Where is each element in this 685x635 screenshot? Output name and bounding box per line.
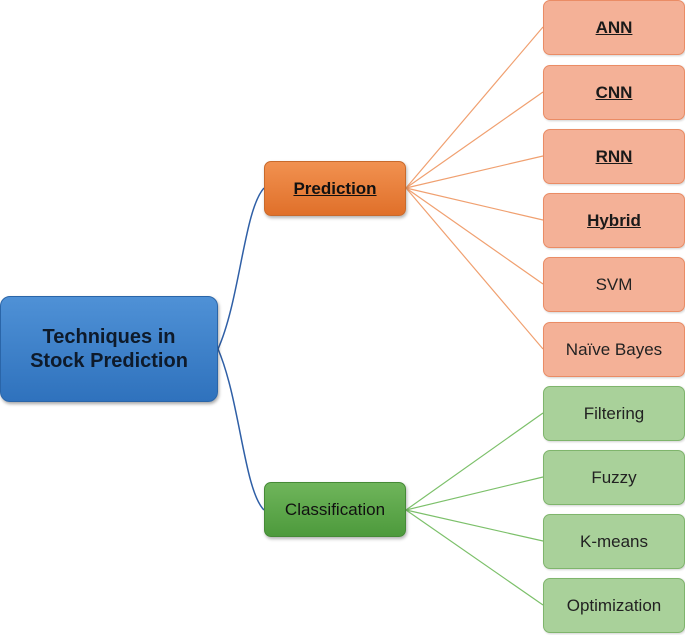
connector-root-classification — [217, 348, 265, 511]
leaf-node-naive-bayes: Naïve Bayes — [543, 322, 685, 377]
leaf-node-optimization: Optimization — [543, 578, 685, 633]
branch-node-prediction: Prediction — [264, 161, 406, 216]
connector-root-prediction — [217, 187, 265, 350]
connector-classification-optimization — [405, 509, 544, 606]
leaf-node-hybrid: Hybrid — [543, 193, 685, 248]
connector-prediction-svm — [405, 187, 544, 285]
connector-prediction-ann — [405, 26, 544, 189]
root-node-techniques: Techniques in Stock Prediction — [0, 296, 218, 402]
branch-node-classification: Classification — [264, 482, 406, 537]
leaf-node-rnn: RNN — [543, 129, 685, 184]
connector-classification-filtering — [405, 412, 544, 511]
connector-classification-kmeans — [405, 509, 544, 542]
leaf-node-svm: SVM — [543, 257, 685, 312]
leaf-node-cnn: CNN — [543, 65, 685, 120]
connector-prediction-cnn — [405, 91, 544, 189]
leaf-node-kmeans: K-means — [543, 514, 685, 569]
connector-prediction-naive-bayes — [405, 187, 544, 350]
leaf-node-ann: ANN — [543, 0, 685, 55]
connector-prediction-rnn — [405, 155, 544, 189]
connector-prediction-hybrid — [405, 187, 544, 221]
connector-classification-fuzzy — [405, 476, 544, 511]
leaf-node-filtering: Filtering — [543, 386, 685, 441]
leaf-node-fuzzy: Fuzzy — [543, 450, 685, 505]
